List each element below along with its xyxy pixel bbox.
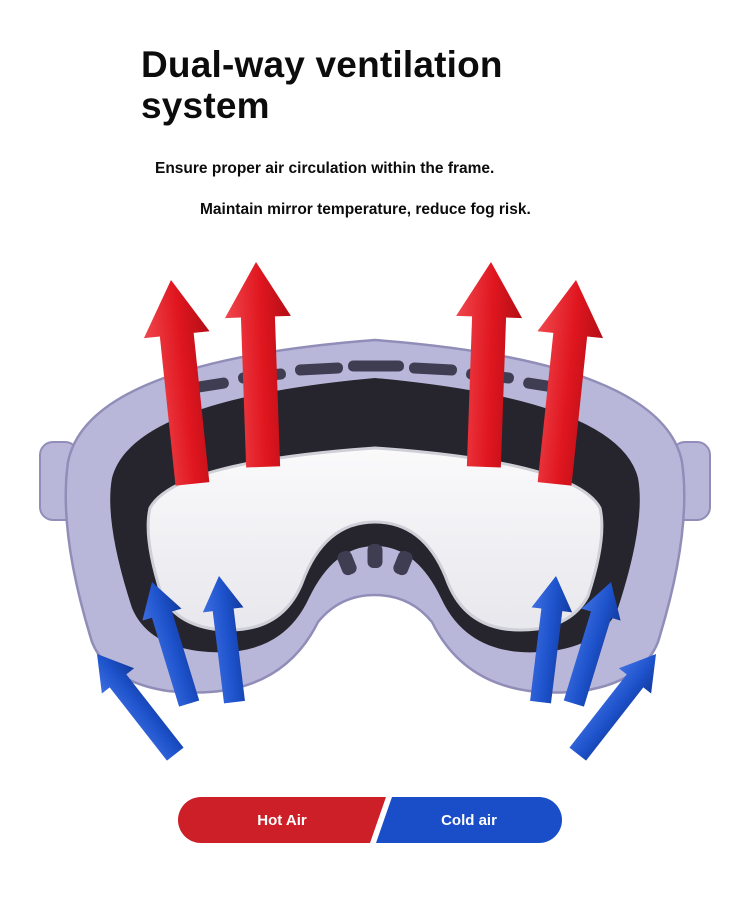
page-title-line-1: Dual-way ventilation [141, 44, 503, 85]
vent-slot [367, 544, 383, 568]
legend-hot-air: Hot Air [178, 797, 386, 843]
subtitle-air-circulation: Ensure proper air circulation within the… [155, 160, 495, 177]
vent-slot [408, 362, 458, 376]
vent-slot [393, 550, 413, 576]
legend-hot-air-label: Hot Air [257, 811, 307, 829]
vent-slot [294, 362, 344, 376]
vent-slot [337, 550, 357, 576]
legend-cold-air: Cold air [376, 797, 562, 843]
legend: Hot Air Cold air [178, 797, 562, 843]
page-title: Dual-way ventilation system [141, 44, 503, 127]
legend-cold-air-label: Cold air [441, 811, 497, 829]
nose-vent-slots [337, 544, 413, 576]
subtitle-mirror-temperature: Maintain mirror temperature, reduce fog … [200, 201, 531, 218]
goggles-ventilation-illustration [39, 260, 711, 767]
goggle-lens [146, 446, 604, 632]
page-title-line-2: system [141, 85, 270, 127]
vent-slot [348, 360, 404, 372]
